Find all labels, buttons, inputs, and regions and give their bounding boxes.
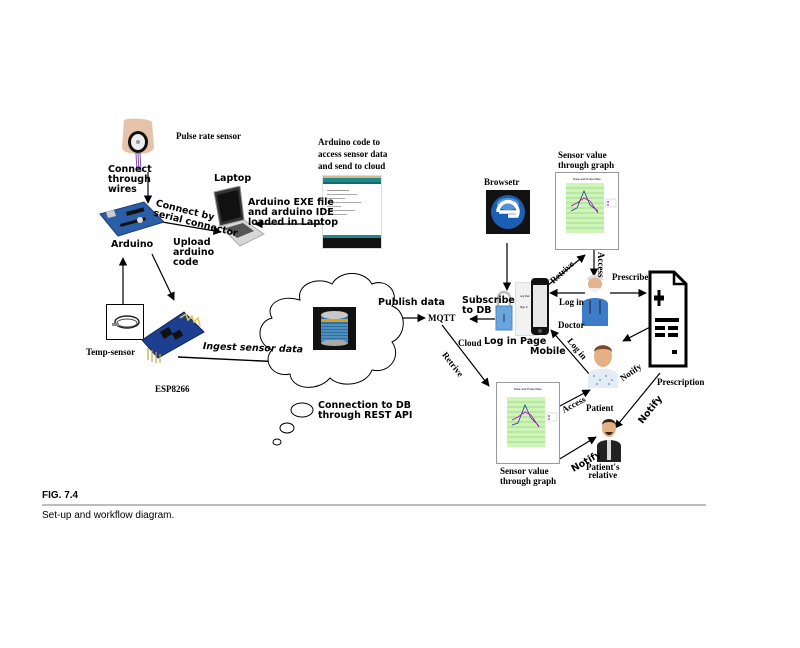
patient-icon — [588, 345, 618, 388]
label-mobile: Mobile — [530, 346, 566, 357]
thought-bubble-large — [290, 402, 314, 418]
mini-series-1 — [511, 403, 540, 427]
label-login-doctor: Log in — [559, 297, 584, 307]
mini-chart-bottom: Date and Pulse Rate — [507, 387, 558, 447]
mini-series-2 — [511, 411, 540, 428]
laptop-icon — [213, 186, 265, 247]
label-access-top: Access — [596, 252, 606, 278]
label-login-page: Log in Page — [484, 336, 547, 347]
thought-bubble-medium — [279, 422, 295, 434]
login-page-title: Log Pad — [520, 295, 530, 298]
browser-icon[interactable] — [486, 190, 530, 234]
arrow-arduino-to-esp — [151, 253, 175, 301]
sensor-graph-top: Date and Pulse Rate — [555, 172, 619, 250]
pulse-sensor-icon — [122, 118, 154, 173]
mini-series-1 — [570, 189, 599, 212]
arrow-patient-to-mobile — [550, 329, 591, 376]
mobile-phone-icon — [531, 278, 549, 335]
label-prescription: Prescription — [657, 377, 705, 387]
sensor-graph-bottom: Date and Pulse Rate — [496, 382, 560, 464]
arrow-arduino-to-laptop — [161, 221, 222, 235]
arrow-esp-to-cloud — [177, 356, 284, 367]
arrow-prescription-to-relative — [614, 372, 661, 429]
arrow-graph-to-patient — [557, 389, 591, 408]
caption-divider — [42, 504, 706, 506]
arduino-board-icon — [99, 201, 165, 237]
label-prescribe: Prescribe — [612, 272, 649, 282]
label-mqtt: MQTT — [428, 313, 456, 323]
temp-sensor-box — [106, 304, 144, 340]
mini-chart-title: Date and Pulse Rate — [514, 387, 542, 391]
arduino-ide-screenshot — [322, 175, 382, 249]
arrow-mobile-to-graph — [546, 254, 586, 287]
label-arduino: Arduino — [111, 239, 154, 250]
lock-icon — [495, 290, 513, 331]
mini-chart-title: Date and Pulse Rate — [573, 177, 601, 181]
arrow-graph-to-relative — [557, 436, 597, 461]
esp8266-module-icon — [141, 311, 205, 363]
label-laptop: Laptop — [214, 173, 252, 184]
label-cloud: Cloud — [458, 338, 482, 348]
doctor-icon — [582, 274, 608, 326]
label-patient: Patient — [586, 403, 614, 413]
database-icon — [313, 307, 356, 350]
patient-relative-icon — [597, 419, 621, 462]
figure-caption: Set-up and workflow diagram. — [42, 510, 175, 521]
label-publish-data: Publish data — [378, 297, 445, 308]
label-pulse-rate-sensor: Pulse rate sensor — [176, 131, 241, 141]
label-browser: Browsetr — [484, 177, 520, 187]
label-temp-sensor: Temp-sensor — [86, 347, 136, 357]
label-esp8266: ESP8266 — [155, 384, 190, 394]
mini-chart-top: Date and Pulse Rate — [566, 177, 617, 233]
figure-label: FIG. 7.4 — [42, 490, 79, 501]
mini-series-2 — [570, 197, 599, 214]
prescription-icon — [648, 270, 688, 368]
arrow-mqtt-to-graph — [441, 324, 490, 387]
login-page-signin: Sign In — [520, 306, 528, 309]
temp-sensor-cable-icon — [112, 315, 140, 329]
label-doctor: Doctor — [558, 320, 585, 330]
thought-bubble-small — [272, 438, 282, 446]
